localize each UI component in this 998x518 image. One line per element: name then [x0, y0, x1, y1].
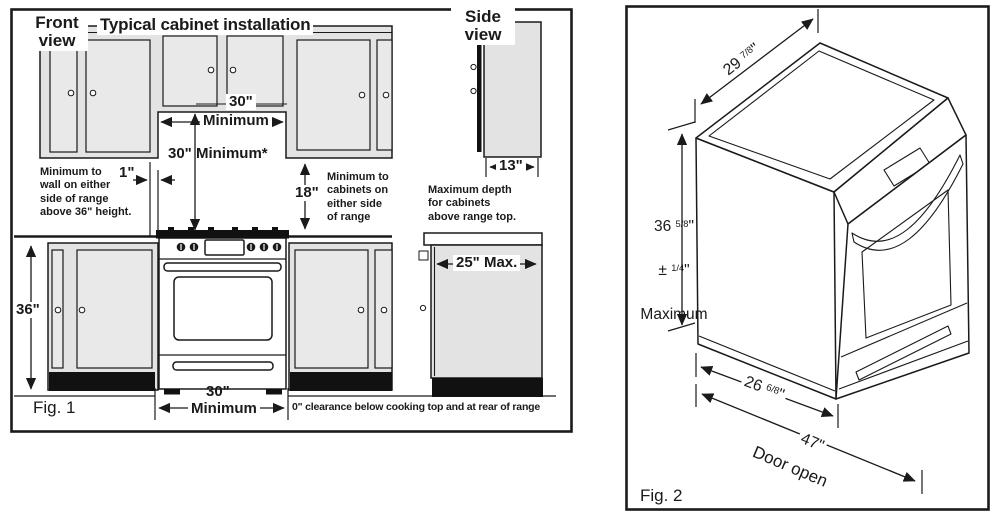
- dim-top-width-label: Minimum: [200, 113, 272, 129]
- dim-upper-depth: 13": [496, 158, 526, 174]
- range-knobs: [176, 242, 282, 252]
- drawer-handle: [172, 361, 274, 371]
- oven-window-iso: [861, 189, 952, 339]
- range-display: [204, 239, 245, 256]
- range-height-tolerance: ± 1/4": [633, 260, 715, 282]
- door-handle-curve: [851, 154, 964, 251]
- dim-side-cabinet-height: 18": [292, 185, 322, 201]
- dim-base-depth: 25" Max.: [453, 255, 521, 271]
- fig2-range-isometric: [695, 42, 970, 400]
- tolerance-frac: 1/4: [671, 263, 685, 274]
- dim-side-wall-gap: 1": [119, 164, 135, 181]
- drawer-slot-iso: [855, 325, 952, 381]
- fig1-border: [10, 8, 573, 433]
- note-cabinet-clearance: Minimum to cabinets on either side of ra…: [327, 171, 389, 224]
- range-height-frac: 5/8: [675, 219, 689, 230]
- fig1-upper-cabinets: [39, 25, 393, 159]
- dim-counter-height: 36": [13, 302, 43, 318]
- dim-top-width-value: 30": [226, 94, 256, 110]
- fig1-caption: Fig. 1: [33, 398, 76, 417]
- front-view-label: Front view: [26, 13, 88, 51]
- oven-window: [173, 276, 273, 341]
- dim-range-height: 36 5/8" ± 1/4" Maximum: [633, 194, 715, 348]
- dim-bottom-width-label: Minimum: [188, 401, 260, 417]
- fig1-title: Typical cabinet installation: [97, 15, 314, 35]
- note-wall-clearance: Minimum to wall on either side of range …: [40, 166, 132, 219]
- fig2-caption: Fig. 2: [640, 486, 683, 505]
- fig1-range-front-view: [156, 227, 289, 395]
- note-max-depth: Maximum depth for cabinets above range t…: [428, 184, 517, 223]
- dim-bottom-width-value: 30": [206, 383, 230, 400]
- range-height-whole: 36: [653, 218, 676, 235]
- range-height-unit: ": [688, 218, 694, 235]
- oven-door-handle: [163, 262, 282, 272]
- side-view-label: Side view: [451, 7, 515, 45]
- tolerance-pm: ±: [658, 262, 672, 279]
- dim-clearance-above: 30" Minimum*: [168, 145, 268, 162]
- fig1-side-view-cabinet: [470, 21, 542, 177]
- note-zero-clearance: 0" clearance below cooking top and at re…: [292, 401, 541, 413]
- fig1-counter-and-base: [14, 235, 556, 397]
- tolerance-unit: ": [684, 262, 690, 279]
- fig2-border: [625, 5, 990, 511]
- range-height-maximum: Maximum: [640, 306, 708, 323]
- range-height-line: 36 5/8": [633, 216, 715, 238]
